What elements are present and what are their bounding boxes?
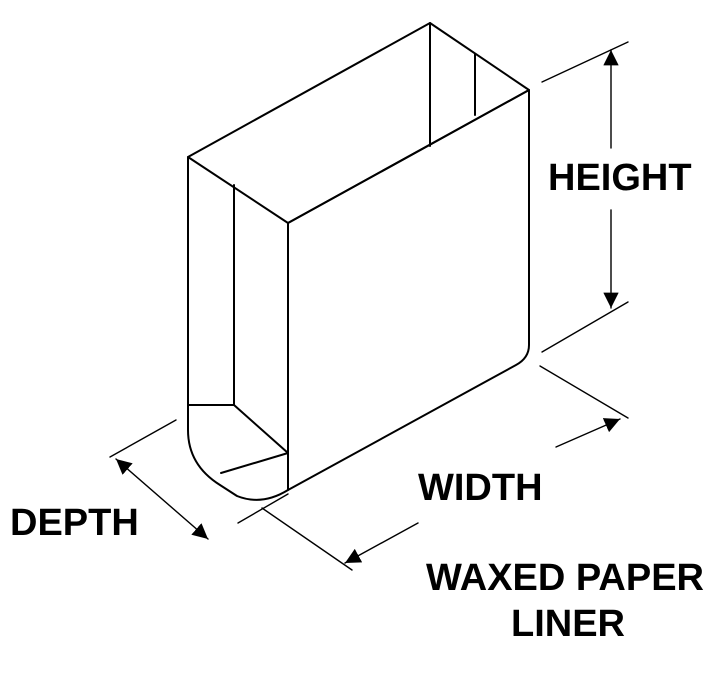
- bottom-crease: [220, 452, 289, 474]
- height-extension-bottom: [541, 301, 629, 353]
- side-inner-panel: [233, 184, 289, 454]
- front-face: [287, 89, 530, 491]
- top-rim: [187, 22, 530, 224]
- depth-arrow: [115, 458, 209, 540]
- width-label: WIDTH: [418, 467, 543, 509]
- width-dimension: WIDTH: [261, 365, 629, 571]
- title-line-1: WAXED PAPER: [426, 557, 704, 599]
- depth-extension-top: [109, 419, 177, 458]
- liner-box: [187, 22, 530, 501]
- depth-extension-bottom: [237, 493, 289, 524]
- height-extension-top: [541, 41, 629, 83]
- title-line-2: LINER: [511, 603, 625, 645]
- width-arrow-right: [555, 418, 621, 448]
- width-extension-left: [261, 507, 353, 571]
- diagram-title: WAXED PAPER LINER: [426, 557, 704, 645]
- depth-label: DEPTH: [10, 502, 139, 544]
- height-label: HEIGHT: [548, 157, 692, 199]
- width-arrow-left: [344, 522, 419, 564]
- height-dimension: HEIGHT: [541, 41, 692, 353]
- left-side: [187, 156, 289, 501]
- width-extension-right: [539, 365, 629, 419]
- depth-dimension: DEPTH: [10, 419, 289, 544]
